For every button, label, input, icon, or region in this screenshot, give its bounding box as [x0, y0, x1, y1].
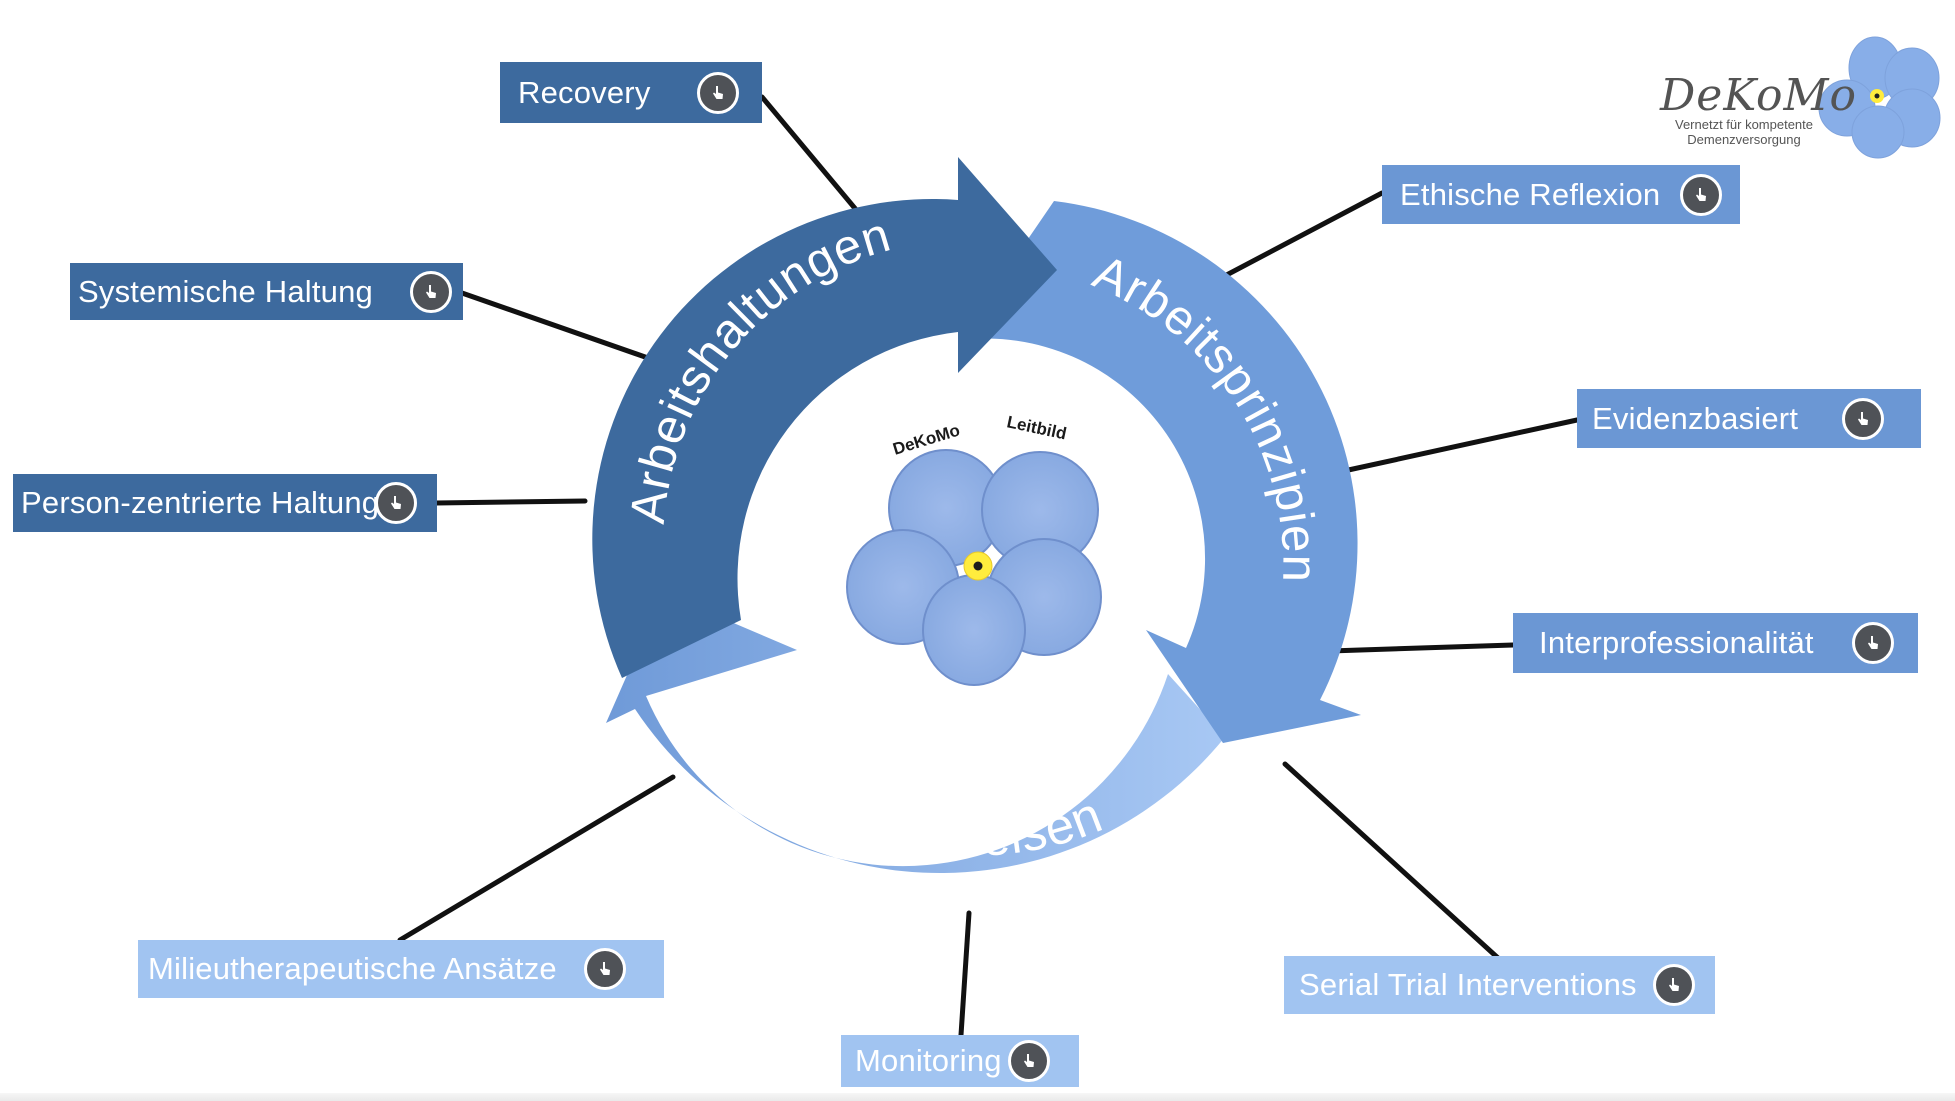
center-leitbild-label: Leitbild [1005, 412, 1068, 443]
hand-pointer-icon[interactable] [697, 71, 739, 114]
tag-systemische-haltung-label: Systemische Haltung [78, 273, 373, 309]
line-milieutherapeutische [397, 774, 676, 943]
logo-subtitle-line1: Vernetzt für kompetente [1674, 117, 1814, 132]
tag-monitoring-label: Monitoring [855, 1043, 1002, 1078]
logo-title: DeKoMo [1660, 70, 1858, 121]
hand-pointer-icon[interactable] [584, 948, 626, 990]
tag-evidenzbasiert-label: Evidenzbasiert [1592, 400, 1799, 436]
hand-pointer-icon[interactable] [1852, 622, 1894, 664]
tag-interprofessionalitaet-label: Interprofessionalität [1539, 625, 1814, 660]
tag-ethische-reflexion[interactable]: Ethische Reflexion [1382, 165, 1740, 224]
line-serial-trial [1282, 761, 1501, 961]
tag-recovery-label: Recovery [518, 74, 651, 110]
arrow-arbeitshaltungen [592, 157, 1057, 678]
hand-pointer-icon[interactable] [1008, 1040, 1050, 1082]
arrow-arbeitsprinzipien [959, 201, 1361, 743]
line-recovery [759, 94, 861, 215]
logo-flower-icon [1818, 36, 1941, 159]
line-evidenzbasiert [1327, 417, 1580, 477]
forget-me-not-icon [846, 449, 1102, 686]
tag-interprofessionalitaet[interactable]: Interprofessionalität [1513, 613, 1918, 673]
tag-systemische-haltung[interactable]: Systemische Haltung [70, 263, 463, 320]
tag-ethische-reflexion-label: Ethische Reflexion [1400, 176, 1661, 212]
bottom-scroll-edge [0, 1093, 1955, 1101]
tag-recovery[interactable]: Recovery [500, 62, 762, 123]
label-arbeitsweisen: Arbeitsweisen [784, 761, 1110, 867]
hand-pointer-icon[interactable] [410, 270, 452, 313]
hand-pointer-icon[interactable] [1680, 173, 1722, 216]
tag-serial-trial-interventions[interactable]: Serial Trial Interventions [1284, 956, 1715, 1014]
tag-person-zentrierte-haltung[interactable]: Person-zentrierte Haltung [13, 474, 437, 532]
hand-pointer-icon[interactable] [1653, 964, 1695, 1006]
tag-monitoring[interactable]: Monitoring [841, 1035, 1079, 1087]
line-monitoring [958, 910, 972, 1038]
tag-evidenzbasiert[interactable]: Evidenzbasiert [1577, 389, 1921, 448]
connector-lines [397, 94, 1580, 1038]
line-interprofessionalitaet [1327, 642, 1516, 654]
line-person-zentrierte-haltung [433, 498, 588, 506]
tag-serial-trial-interventions-label: Serial Trial Interventions [1299, 967, 1637, 1002]
tag-milieutherapeutische-ansaetze-label: Milieutherapeutische Ansätze [148, 951, 557, 986]
hand-pointer-icon[interactable] [375, 482, 417, 524]
tag-person-zentrierte-haltung-label: Person-zentrierte Haltung [21, 485, 380, 520]
line-systemische-haltung [459, 290, 651, 361]
logo-subtitle-line2: Demenzversorgung [1687, 132, 1801, 147]
logo-subtitle: Vernetzt für kompetente Demenzversorgung [1664, 117, 1824, 147]
hand-pointer-icon[interactable] [1842, 397, 1884, 440]
line-ethische-reflexion [1197, 190, 1385, 292]
tag-milieutherapeutische-ansaetze[interactable]: Milieutherapeutische Ansätze [138, 940, 664, 998]
